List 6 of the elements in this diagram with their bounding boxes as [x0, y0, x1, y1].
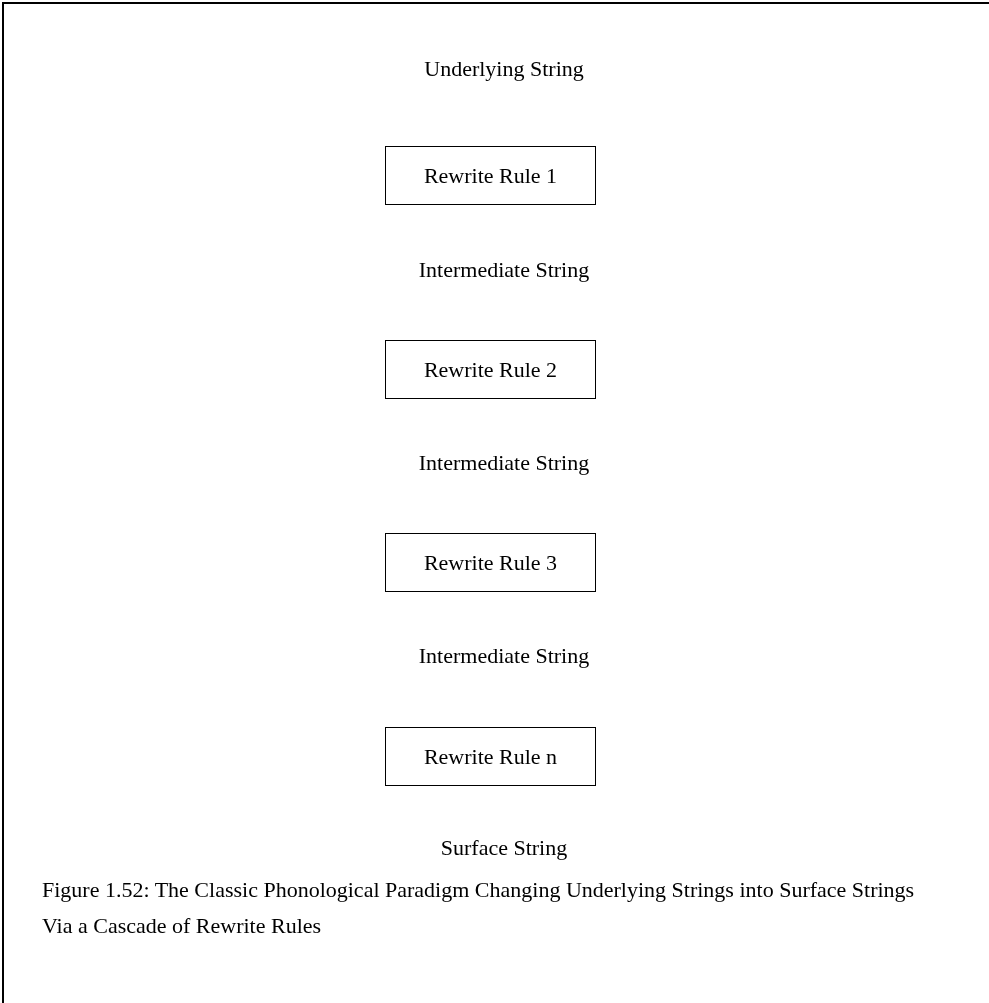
figure-caption: Figure 1.52: The Classic Phonological Paradigm Changing Underlying Strings into Surface Strings Via a Cascade of Rewrite Rules	[42, 876, 916, 940]
string-label: Underlying String	[424, 56, 584, 82]
string-label: Intermediate String	[418, 257, 590, 283]
string-label: Intermediate String	[418, 450, 590, 476]
string-label: Intermediate String	[418, 643, 590, 669]
string-label: Surface String	[440, 835, 568, 861]
